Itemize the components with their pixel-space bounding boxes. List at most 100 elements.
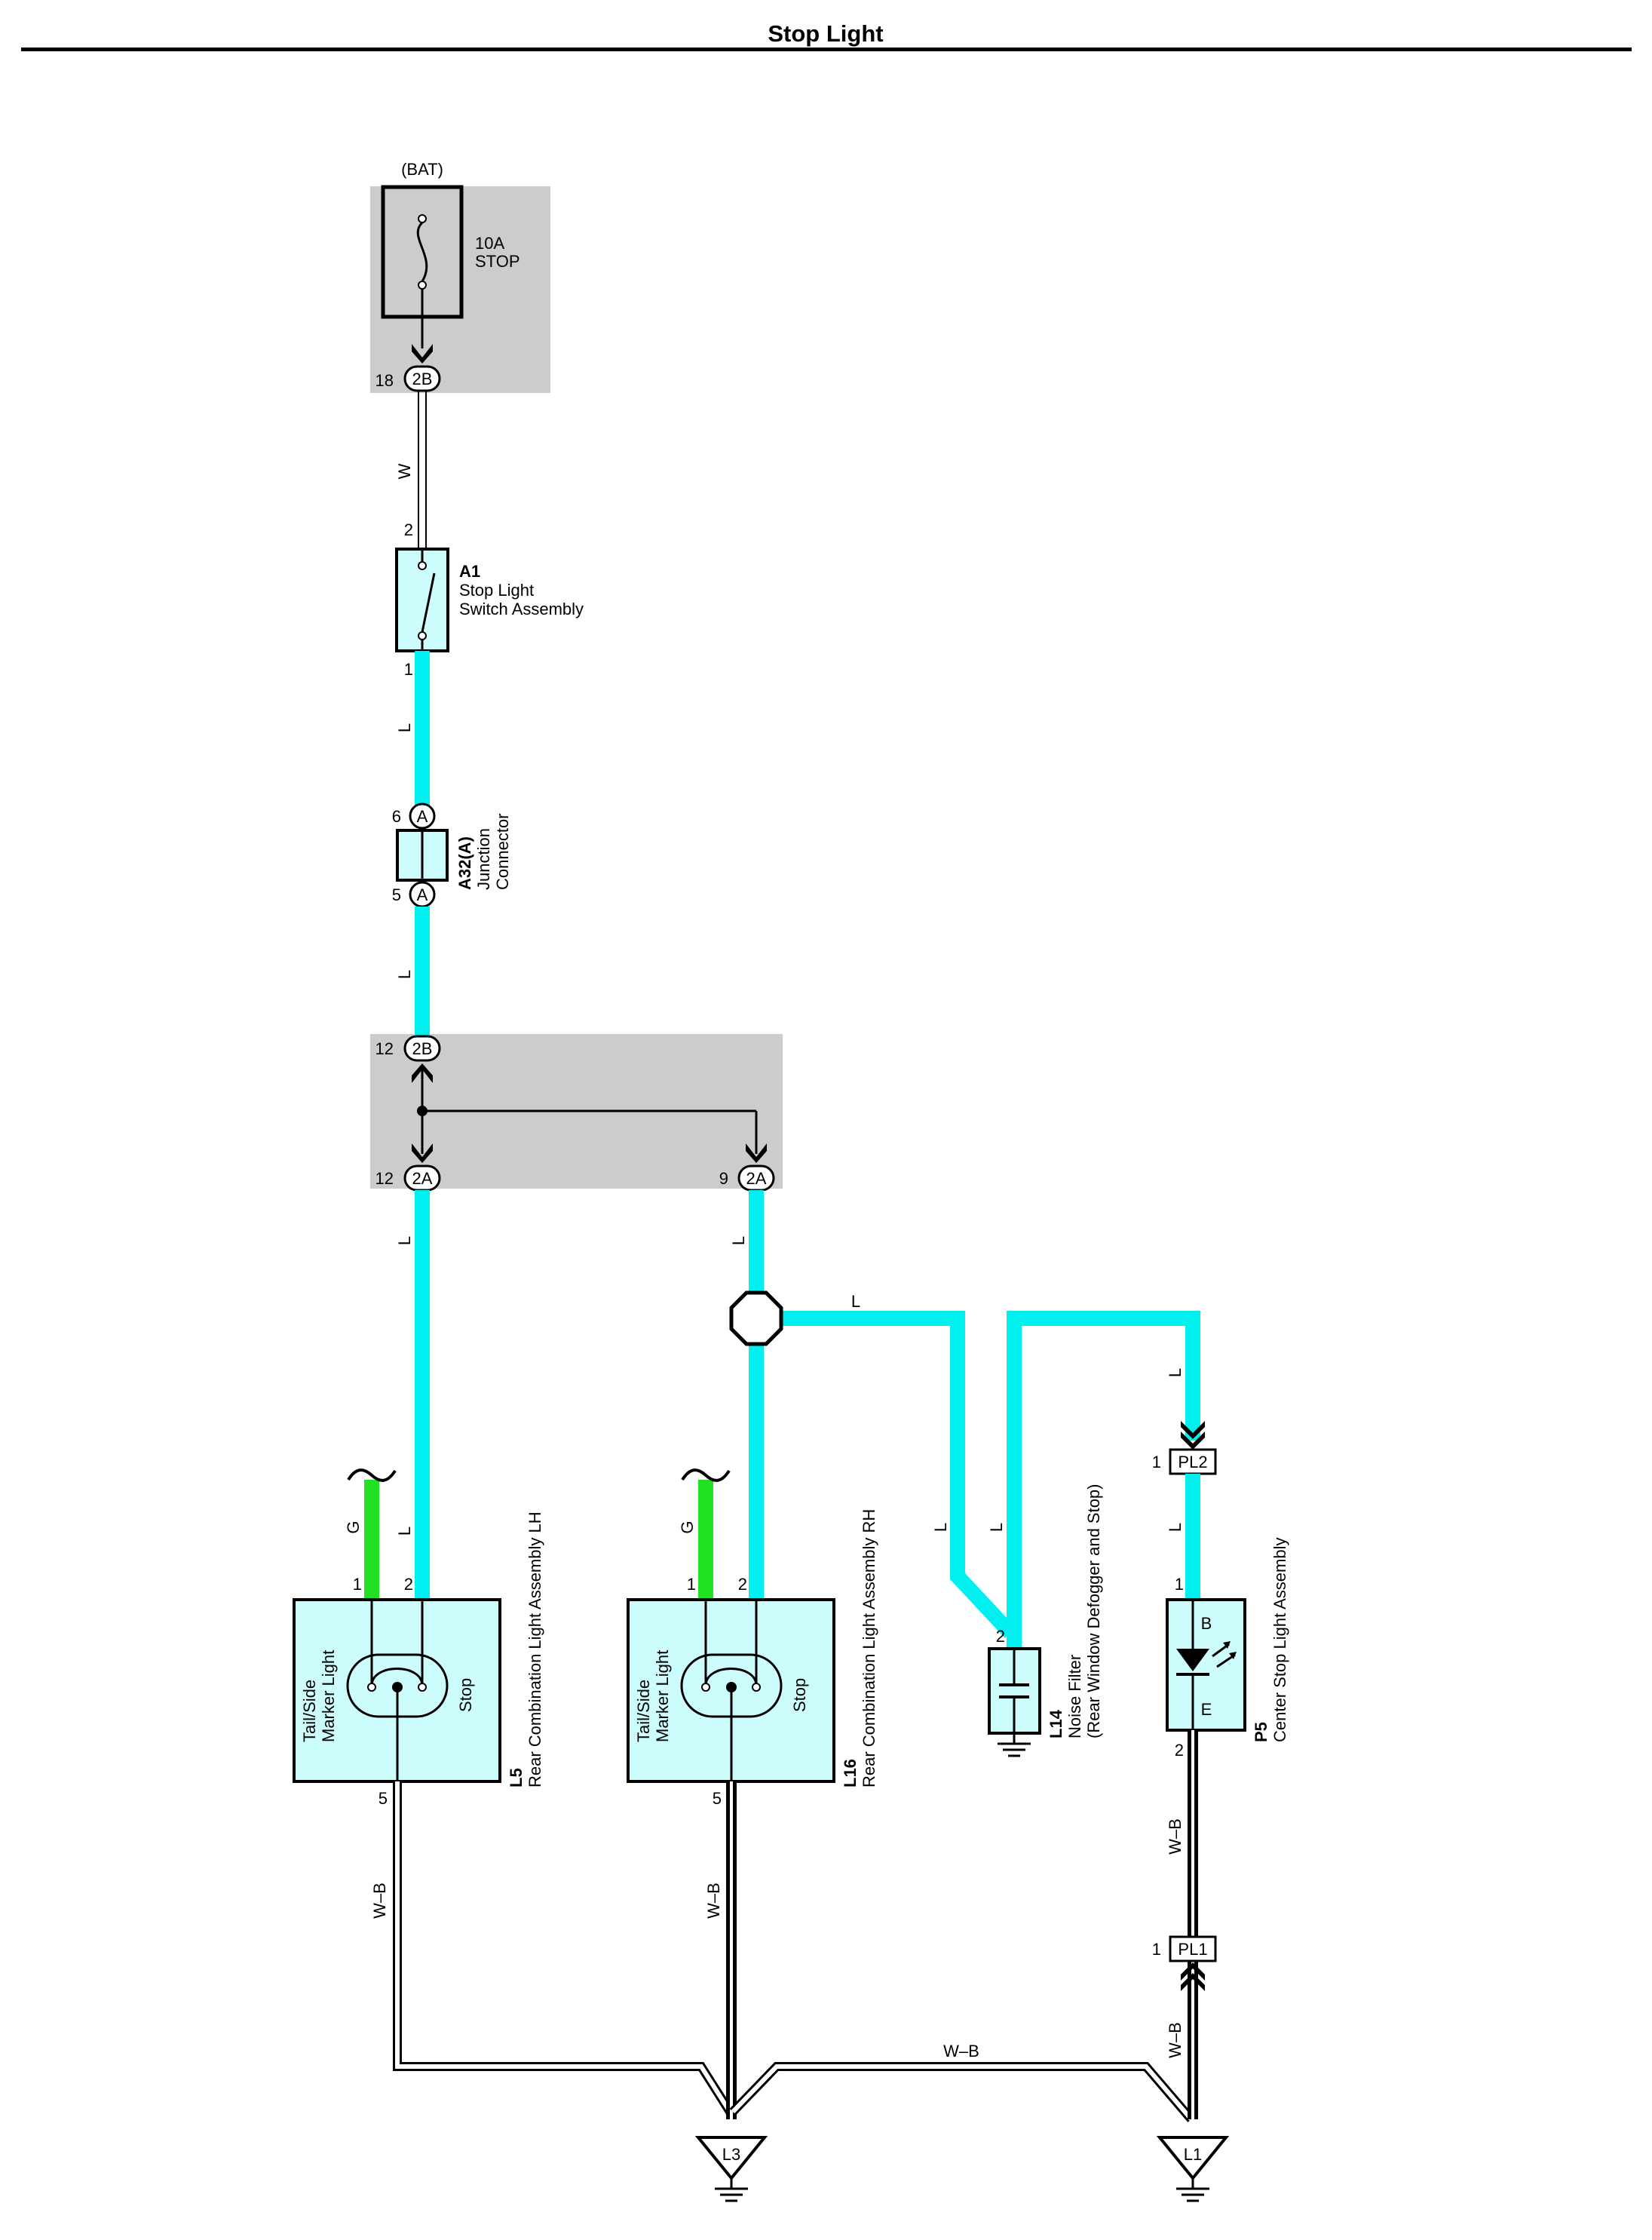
connector-2a-left-pin: 12 bbox=[375, 1169, 394, 1188]
junction-connector-top bbox=[409, 802, 436, 830]
wire-label-l-2: L bbox=[395, 970, 414, 979]
connector-pl2 bbox=[1169, 1448, 1217, 1475]
lamp-rh-inner-2: Marker Light bbox=[653, 1650, 672, 1742]
lamp-lh-name: Rear Combination Light Assembly LH bbox=[526, 1511, 544, 1787]
led-icon bbox=[1176, 1600, 1237, 1730]
switch-pin-top: 2 bbox=[404, 520, 413, 539]
lamp-rh-id: L16 bbox=[841, 1759, 860, 1787]
ground-l3-label: L3 bbox=[722, 2145, 740, 2164]
fuse-rating: 10A bbox=[475, 234, 504, 253]
lamp-rh-pin1: 1 bbox=[687, 1575, 696, 1594]
switch-name-1: Stop Light bbox=[459, 581, 534, 600]
center-stop-pin-bottom: 2 bbox=[1175, 1741, 1184, 1760]
wire-label-l-filter-b: L bbox=[987, 1523, 1006, 1532]
filter-id: L14 bbox=[1047, 1709, 1065, 1738]
wire-label-wb-p5: W–B bbox=[1166, 1818, 1185, 1855]
connector-2b-top bbox=[403, 365, 441, 392]
double-arrow-up-icon bbox=[1181, 1962, 1205, 1991]
battery-label: (BAT) bbox=[401, 160, 443, 179]
lamp-lh-id: L5 bbox=[507, 1768, 526, 1787]
center-stop-term-b: B bbox=[1201, 1614, 1212, 1633]
center-stop-id: P5 bbox=[1252, 1722, 1270, 1742]
fuse-name: STOP bbox=[475, 252, 520, 271]
bulb-icon bbox=[346, 1600, 449, 1781]
wire-continuation-icon bbox=[681, 1468, 731, 1482]
switch-name-2: Switch Assembly bbox=[459, 600, 584, 618]
connector-2b-jb bbox=[403, 1035, 441, 1062]
junction-name-2: Connector bbox=[493, 813, 512, 890]
switch-icon bbox=[418, 549, 436, 651]
arrow-down-icon bbox=[412, 344, 433, 364]
wire-label-l-filter-a: L bbox=[931, 1523, 950, 1532]
connector-2a-right-pin: 9 bbox=[719, 1169, 728, 1188]
lamp-rh-name: Rear Combination Light Assembly RH bbox=[860, 1509, 878, 1787]
junction-bottom-pin: 5 bbox=[392, 885, 401, 904]
lamp-rh-pin5: 5 bbox=[713, 1789, 722, 1808]
lamp-lh-pin5: 5 bbox=[379, 1789, 388, 1808]
ground-wire-lh bbox=[393, 1781, 734, 2115]
wire-label-l-pl2-bottom: L bbox=[1166, 1523, 1185, 1532]
connector-pl1 bbox=[1169, 1935, 1217, 1962]
ground-point-l1 bbox=[1156, 2136, 1230, 2181]
lamp-lh-inner-2: Marker Light bbox=[319, 1650, 338, 1742]
wire-label-l-3: L bbox=[395, 1236, 414, 1245]
title-rule bbox=[21, 48, 1632, 51]
connector-2a-left-code: 2A bbox=[412, 1169, 433, 1188]
ground-point-l3 bbox=[694, 2136, 768, 2181]
filter-name-1: Noise Filter bbox=[1065, 1655, 1084, 1738]
junction-bottom-code: A bbox=[417, 885, 428, 904]
wire-label-l-branch: L bbox=[851, 1292, 860, 1311]
filter-pin: 2 bbox=[996, 1627, 1005, 1646]
arrow-down-icon bbox=[412, 1143, 433, 1163]
wire-label-l-1: L bbox=[395, 723, 414, 732]
center-stop-name: Center Stop Light Assembly bbox=[1270, 1538, 1289, 1742]
ground-icon bbox=[1175, 2177, 1211, 2202]
ground-icon bbox=[996, 1732, 1032, 1757]
wire-label-wb-bottom: W–B bbox=[943, 2042, 979, 2060]
connector-pl1-code: PL1 bbox=[1178, 1940, 1207, 1959]
wire-label-wb-lh: W–B bbox=[370, 1883, 389, 1919]
capacitor-icon bbox=[999, 1649, 1029, 1733]
connector-pl2-pin: 1 bbox=[1152, 1453, 1161, 1471]
junction-top-pin: 6 bbox=[392, 807, 401, 826]
connector-pl2-code: PL2 bbox=[1178, 1453, 1207, 1471]
connector-2a-right-code: 2A bbox=[746, 1169, 767, 1188]
wire-label-wb-rh: W–B bbox=[704, 1883, 723, 1919]
junction-top-code: A bbox=[417, 807, 428, 826]
filter-name-2: (Rear Window Defogger and Stop) bbox=[1084, 1484, 1103, 1739]
connector-2b-top-code: 2B bbox=[412, 370, 433, 388]
center-stop-pin-top: 1 bbox=[1175, 1575, 1184, 1594]
lamp-rh-pin2: 2 bbox=[738, 1575, 747, 1594]
fuse-icon bbox=[416, 214, 428, 317]
arrow-up-icon bbox=[412, 1063, 433, 1083]
splice-point bbox=[729, 1290, 783, 1346]
wire-label-l-lh: L bbox=[395, 1527, 414, 1536]
ground-wire-link bbox=[729, 2062, 1195, 2122]
ground-icon bbox=[713, 2177, 749, 2202]
bulb-icon bbox=[680, 1600, 783, 1781]
junction-id: A32(A) bbox=[455, 836, 474, 890]
wire-label-l-pl2-top: L bbox=[1166, 1368, 1185, 1377]
wire-label-g-rh: G bbox=[678, 1520, 697, 1533]
lamp-lh-pin2: 2 bbox=[404, 1575, 413, 1594]
switch-pin-bottom: 1 bbox=[404, 660, 413, 679]
lamp-lh-inner-1: Tail/Side bbox=[300, 1680, 319, 1742]
ground-l1-label: L1 bbox=[1184, 2145, 1202, 2164]
junction-name-1: Junction bbox=[474, 828, 493, 890]
wire-continuation-icon bbox=[347, 1468, 397, 1482]
lamp-rh-inner-stop: Stop bbox=[790, 1678, 809, 1712]
wire-label-l-4: L bbox=[729, 1236, 748, 1245]
center-stop-term-e: E bbox=[1201, 1700, 1212, 1719]
switch-id: A1 bbox=[459, 562, 480, 581]
wire-label-w: W bbox=[395, 463, 414, 479]
center-stop-light bbox=[1166, 1598, 1246, 1732]
lamp-lh-pin1: 1 bbox=[353, 1575, 362, 1594]
lamp-lh-inner-stop: Stop bbox=[456, 1678, 475, 1712]
arrow-down-icon bbox=[746, 1143, 767, 1163]
page-title: Stop Light bbox=[768, 20, 883, 47]
wire-label-wb-pl1: W–B bbox=[1166, 2022, 1185, 2058]
wire-label-g-lh: G bbox=[344, 1520, 363, 1533]
connector-pl1-pin: 1 bbox=[1152, 1940, 1161, 1959]
connector-2b-jb-code: 2B bbox=[412, 1039, 433, 1058]
